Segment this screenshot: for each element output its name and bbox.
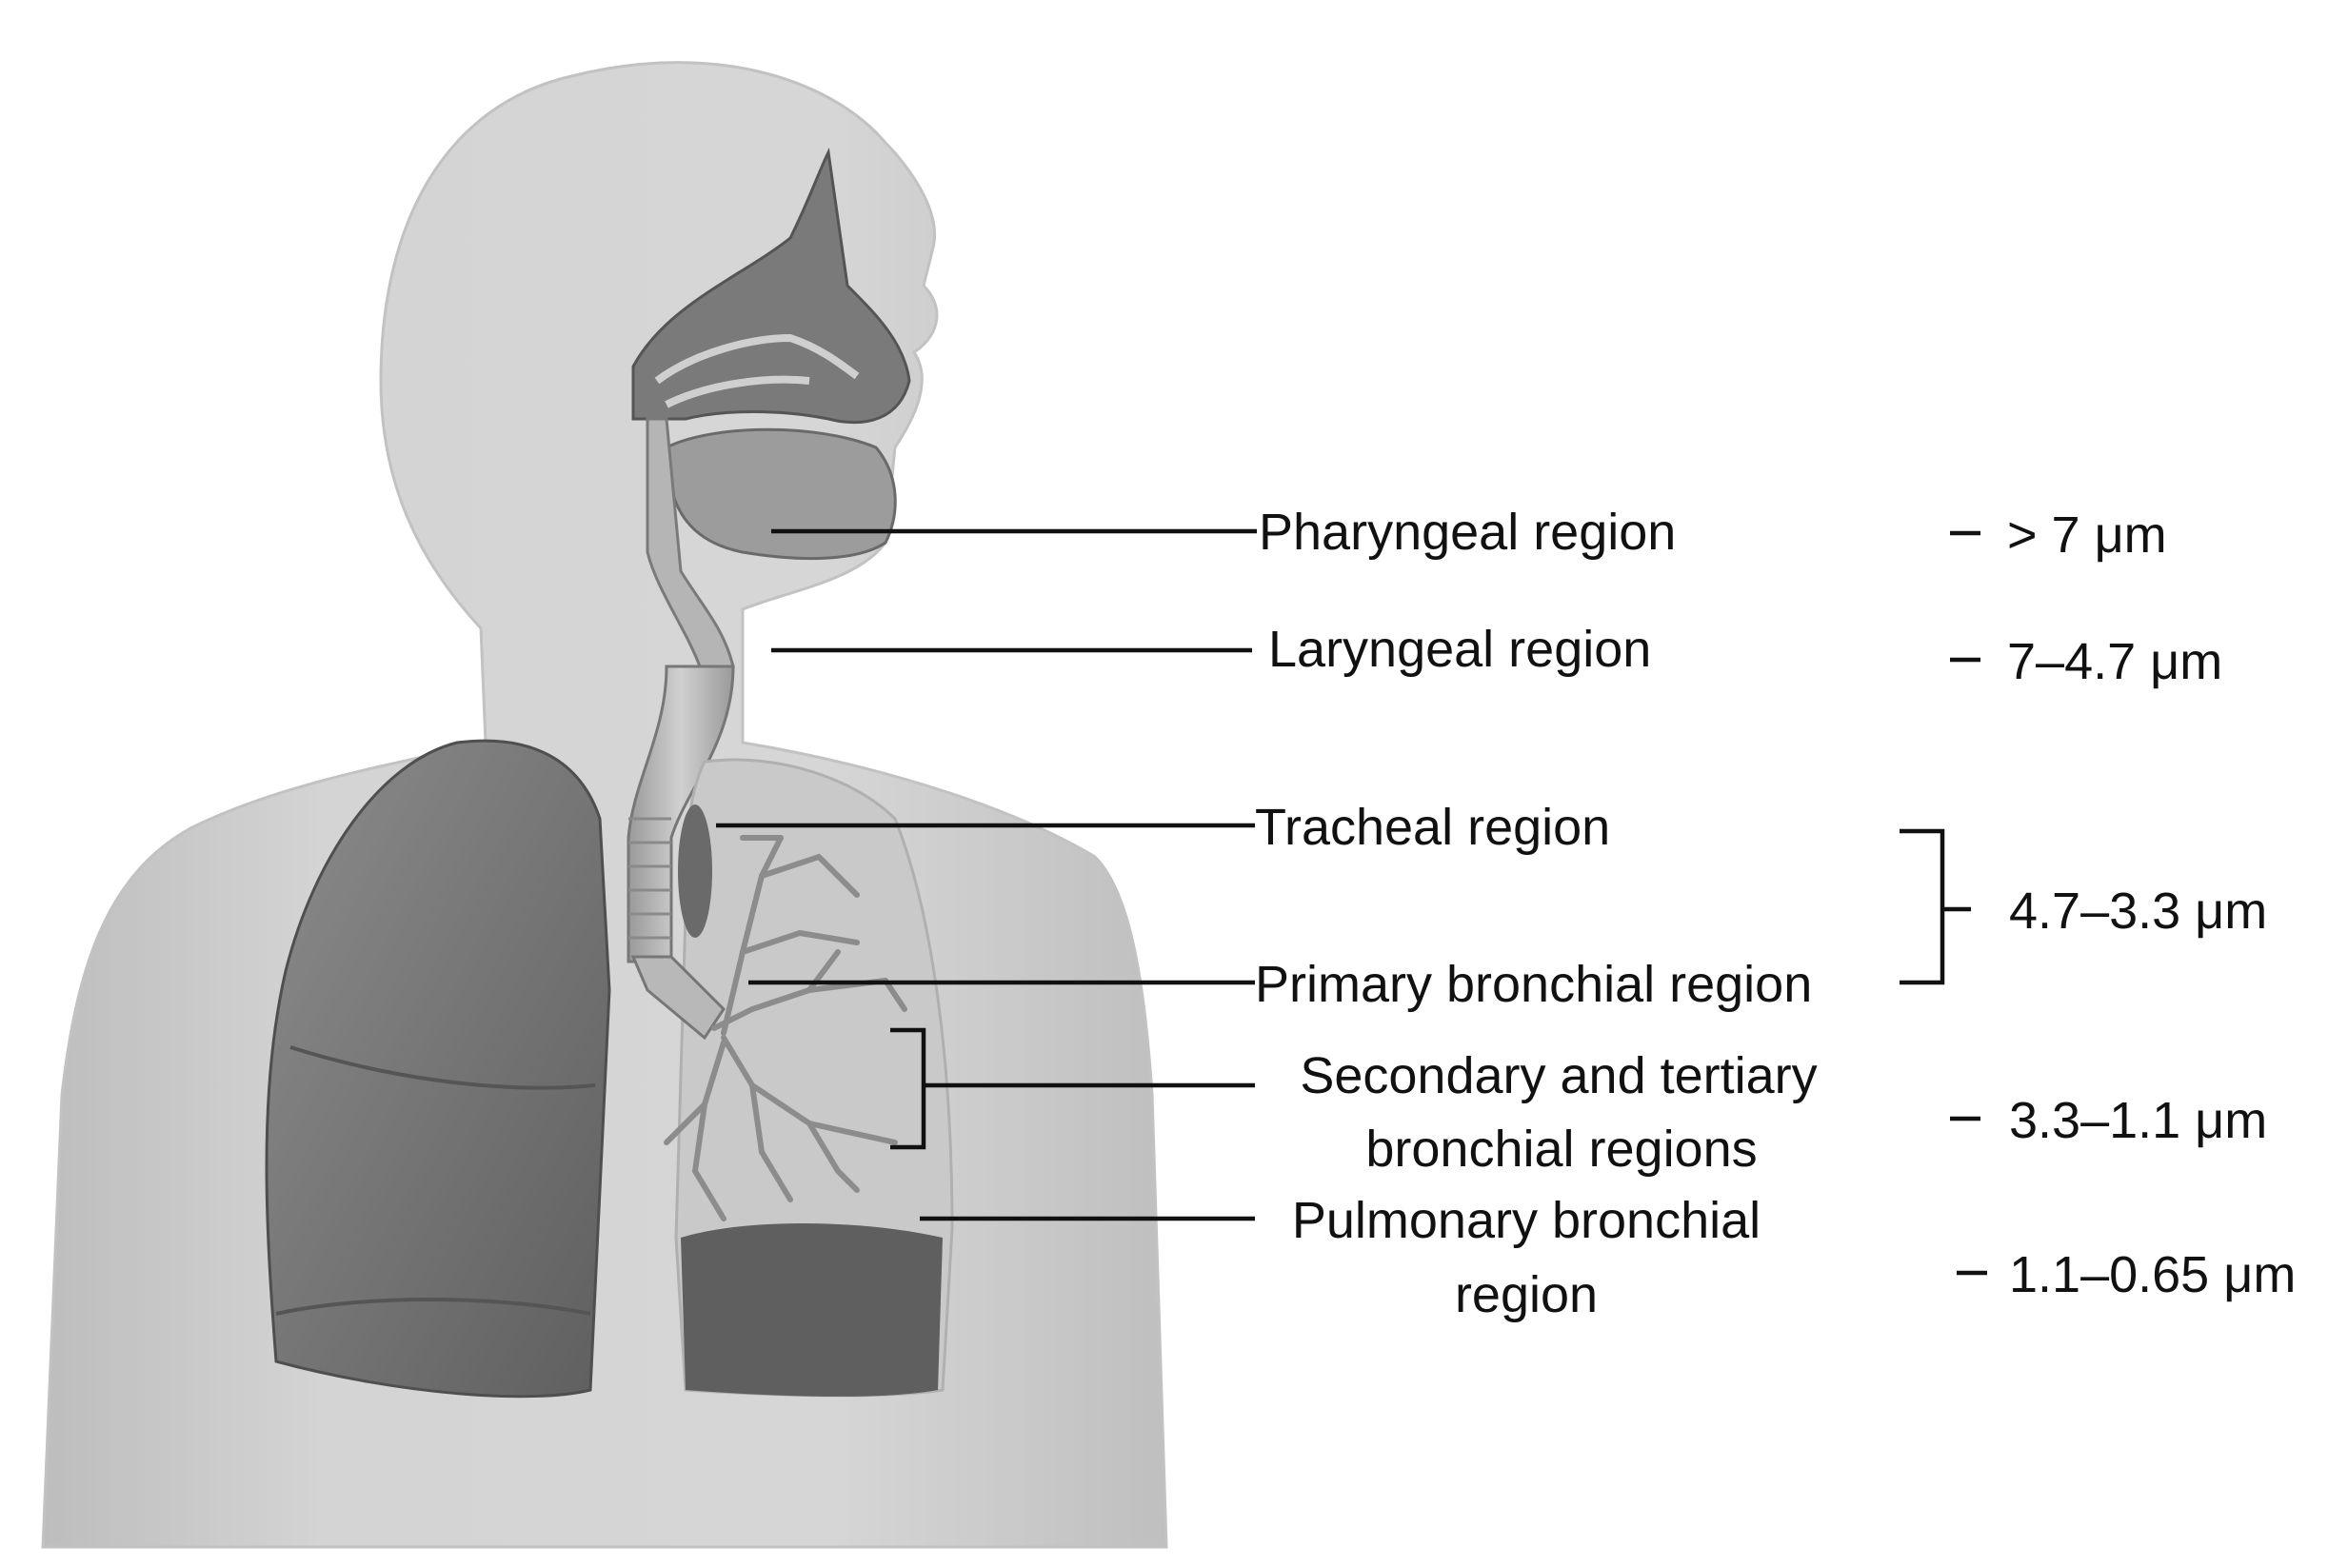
body-silhouette	[41, 61, 1168, 1549]
bronchial-tree	[664, 835, 907, 1221]
tracheal-rings	[628, 817, 671, 940]
label-tracheal: Tracheal region	[1255, 799, 1610, 856]
label-secondary-tertiary-2: bronchial regions	[1365, 1121, 1757, 1178]
size-secondary-tertiary: 3.3–1.1 μm	[2009, 1092, 2267, 1149]
trachea	[627, 665, 735, 963]
label-pulmonary-2: region	[1455, 1266, 1598, 1323]
bracket-tracheo-bronchial	[1900, 828, 1971, 985]
label-pulmonary-1: Pulmonary bronchial	[1292, 1192, 1761, 1249]
leader-lines	[716, 528, 1987, 1276]
label-secondary-tertiary-1: Secondary and tertiary	[1300, 1047, 1817, 1104]
right-lung	[265, 739, 611, 1399]
primary-bronchus	[630, 955, 726, 1041]
size-pharyngeal: > 7 μm	[2007, 506, 2167, 564]
tongue	[665, 427, 897, 561]
heart-shadow	[678, 804, 712, 938]
size-laryngeal: 7–4.7 μm	[2007, 633, 2222, 690]
nasal-conchae	[654, 333, 860, 408]
right-lung-lobe-line	[275, 1045, 596, 1316]
label-primary-bronchial: Primary bronchial region	[1255, 956, 1812, 1013]
bracket-secondary-tertiary	[890, 1027, 1255, 1150]
size-tracheo-bronchial: 4.7–3.3 μm	[2009, 883, 2267, 940]
label-laryngeal: Laryngeal region	[1268, 621, 1651, 678]
label-pharyngeal: Pharyngeal region	[1259, 504, 1676, 561]
size-pulmonary: 1.1–0.65 μm	[2009, 1246, 2296, 1303]
left-lung-base	[681, 1223, 943, 1397]
